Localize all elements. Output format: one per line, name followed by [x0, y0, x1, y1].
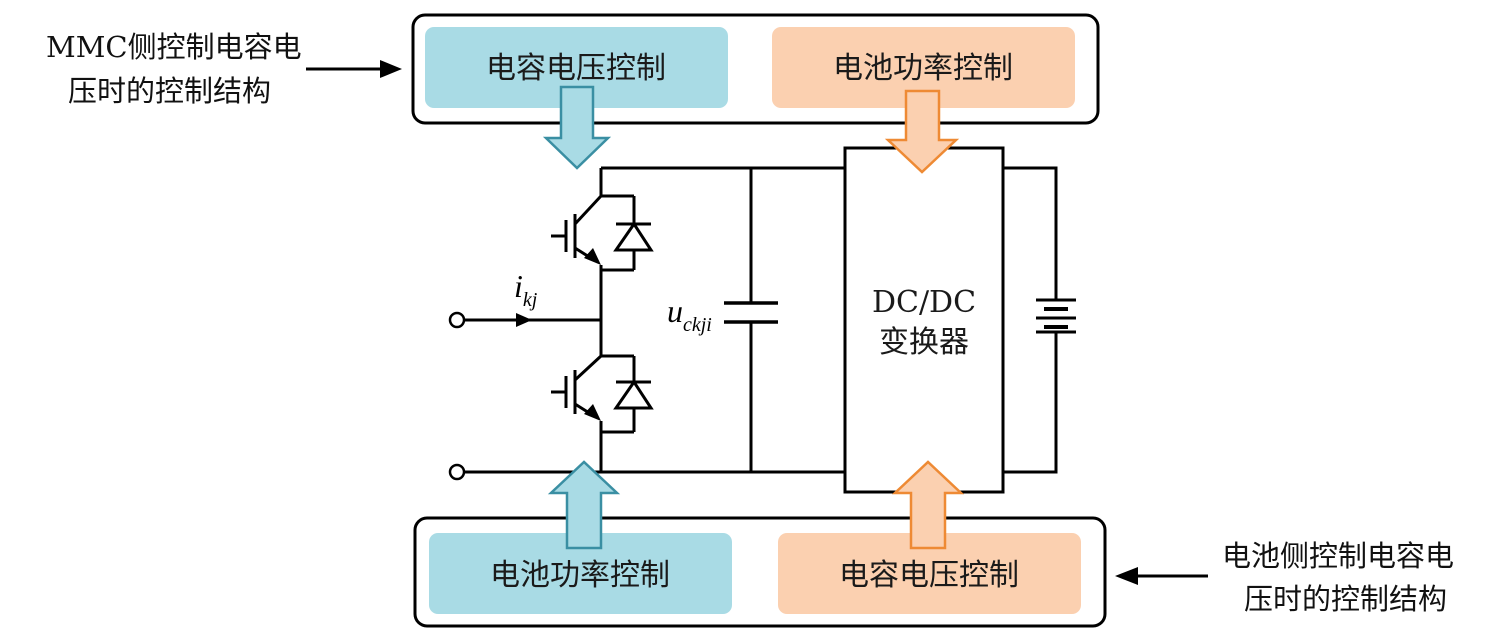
capacitor-voltage-label: uckji — [667, 293, 712, 336]
bottom-capacitor-voltage-control-label: 电容电压控制 — [839, 558, 1019, 593]
capacitor-icon — [724, 301, 778, 324]
top-capacitor-voltage-control-arrow-icon — [542, 85, 612, 170]
top-control-panel: 电容电压控制 电池功率控制 — [411, 13, 1100, 125]
battery-wiring-bottom — [1003, 332, 1058, 474]
annotation-top-left-line1: MMC侧控制电容电 — [46, 30, 302, 64]
dcdc-converter-label-line2: 变换器 — [879, 325, 969, 360]
bottom-battery-power-control-block — [429, 533, 732, 614]
top-battery-power-control-label: 电池功率控制 — [833, 51, 1013, 86]
ac-terminal-top — [448, 311, 466, 329]
annotation-top-left: MMC侧控制电容电 压时的控制结构 — [46, 30, 402, 108]
top-battery-power-control-arrow-icon — [884, 89, 960, 174]
current-label: ikj — [514, 268, 538, 311]
dcdc-converter-block: DC/DC 变换器 — [843, 146, 1005, 494]
upper-igbt-emitter-arrow-icon — [584, 248, 601, 265]
bottom-control-panel: 电池功率控制 电容电压控制 — [413, 516, 1107, 628]
top-capacitor-voltage-control-label: 电容电压控制 — [486, 51, 666, 86]
circuit-wiring — [462, 166, 1058, 474]
current-direction-arrowhead-icon — [516, 313, 532, 327]
annotation-top-left-line2: 压时的控制结构 — [68, 74, 271, 108]
bottom-battery-power-control-arrow-icon — [547, 460, 621, 550]
bottom-capacitor-voltage-control-arrow-icon — [891, 460, 965, 550]
battery-wiring-top — [1003, 166, 1058, 300]
upper-diode-icon — [613, 221, 654, 252]
annotation-bottom-right-line1: 电池侧控制电容电 — [1222, 539, 1454, 573]
bottom-battery-power-control-label: 电池功率控制 — [490, 558, 670, 593]
battery-icon — [1036, 298, 1076, 334]
top-battery-power-control-block — [772, 27, 1075, 108]
top-capacitor-voltage-control-block — [425, 27, 728, 108]
bottom-capacitor-voltage-control-block — [778, 533, 1081, 614]
lower-igbt-emitter-arrow-icon — [584, 404, 601, 421]
dcdc-converter-label-line1: DC/DC — [872, 285, 976, 320]
lower-diode-icon — [613, 379, 654, 410]
ac-terminal-bottom — [448, 463, 466, 481]
annotation-top-left-arrowhead-icon — [380, 60, 402, 78]
annotation-bottom-right-line2: 压时的控制结构 — [1244, 582, 1447, 616]
annotation-bottom-right-arrowhead-icon — [1115, 567, 1138, 585]
annotation-bottom-right: 电池侧控制电容电 压时的控制结构 — [1115, 539, 1454, 616]
